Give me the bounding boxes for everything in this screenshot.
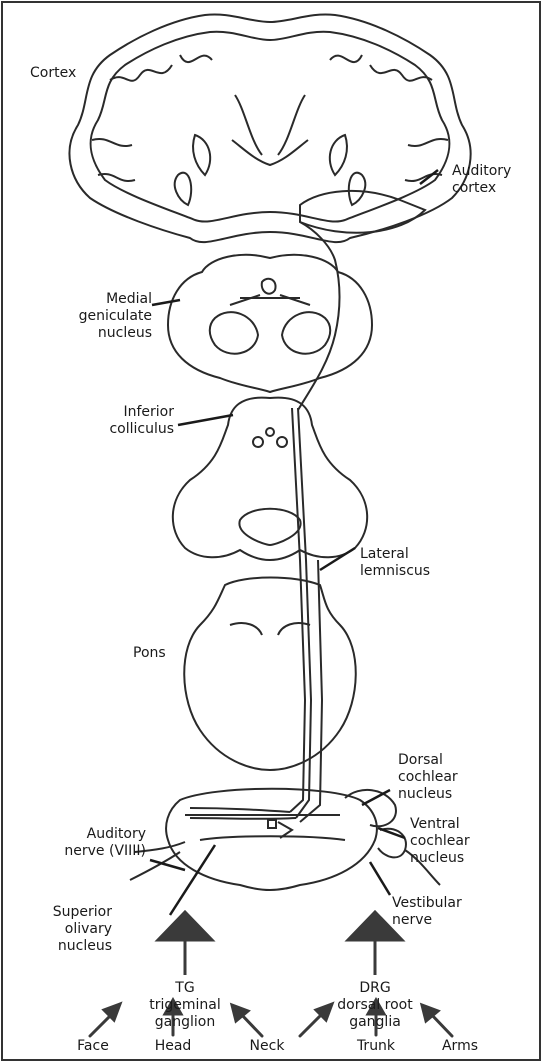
medulla-section [130, 789, 440, 890]
label-cortex: Cortex [30, 65, 76, 82]
label-neck: Neck [237, 1038, 297, 1055]
tg-up-arrow [158, 912, 212, 940]
brain-coronal-section [69, 14, 470, 242]
label-trunk: Trunk [346, 1038, 406, 1055]
ascending-arrows [158, 912, 402, 975]
inferior-colliculus-section [173, 398, 367, 560]
label-arms: Arms [430, 1038, 490, 1055]
midbrain-section [168, 255, 372, 392]
pons-section [184, 578, 356, 771]
label-face: Face [63, 1038, 123, 1055]
label-head: Head [143, 1038, 203, 1055]
label-pons: Pons [133, 645, 166, 662]
